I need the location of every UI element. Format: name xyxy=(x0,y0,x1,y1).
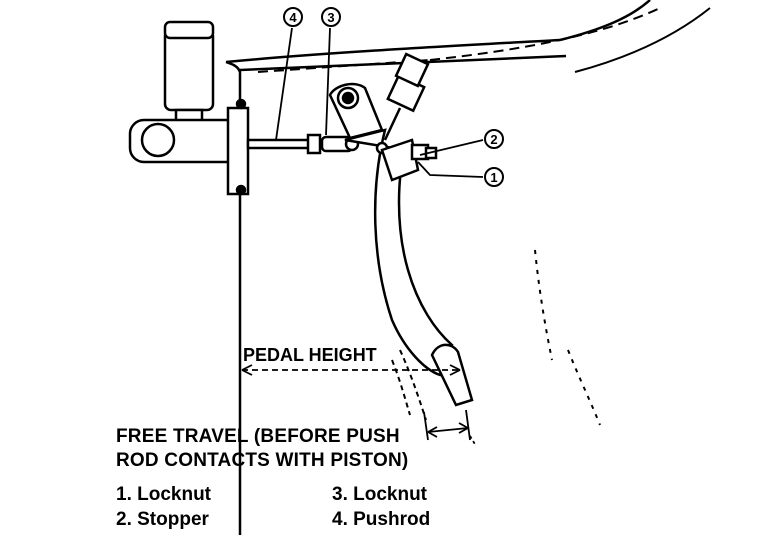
callout-2: 2 xyxy=(484,129,504,149)
callout-1: 1 xyxy=(484,167,504,187)
legend-item-locknut-3: 3. Locknut xyxy=(332,484,428,505)
pedal-height-dimension xyxy=(241,364,461,376)
pedal-height-label: PEDAL HEIGHT xyxy=(243,345,377,365)
legend-item-stopper: 2. Stopper xyxy=(116,509,209,530)
legend-item-pushrod: 4. Pushrod xyxy=(332,509,431,530)
callout-3: 3 xyxy=(321,7,341,27)
callout-4: 4 xyxy=(283,7,303,27)
master-cylinder xyxy=(128,20,250,196)
pedal-switch xyxy=(383,52,430,141)
stopper-assembly xyxy=(380,138,438,182)
pushrod xyxy=(246,133,360,155)
free-travel-dimension xyxy=(423,409,477,447)
dash-panel-dashed xyxy=(257,7,661,73)
svg-text:1: 1 xyxy=(490,170,497,185)
svg-text:4: 4 xyxy=(289,10,297,25)
free-travel-label-line2: ROD CONTACTS WITH PISTON) xyxy=(116,450,409,471)
legend-item-locknut-1: 1. Locknut xyxy=(116,484,212,505)
svg-text:2: 2 xyxy=(490,132,497,147)
leader-lines xyxy=(275,27,484,178)
floor-lines xyxy=(534,7,711,426)
free-travel-label-line1: FREE TRAVEL (BEFORE PUSH xyxy=(116,426,400,447)
pedal-bracket xyxy=(328,82,384,140)
svg-text:3: 3 xyxy=(327,10,334,25)
